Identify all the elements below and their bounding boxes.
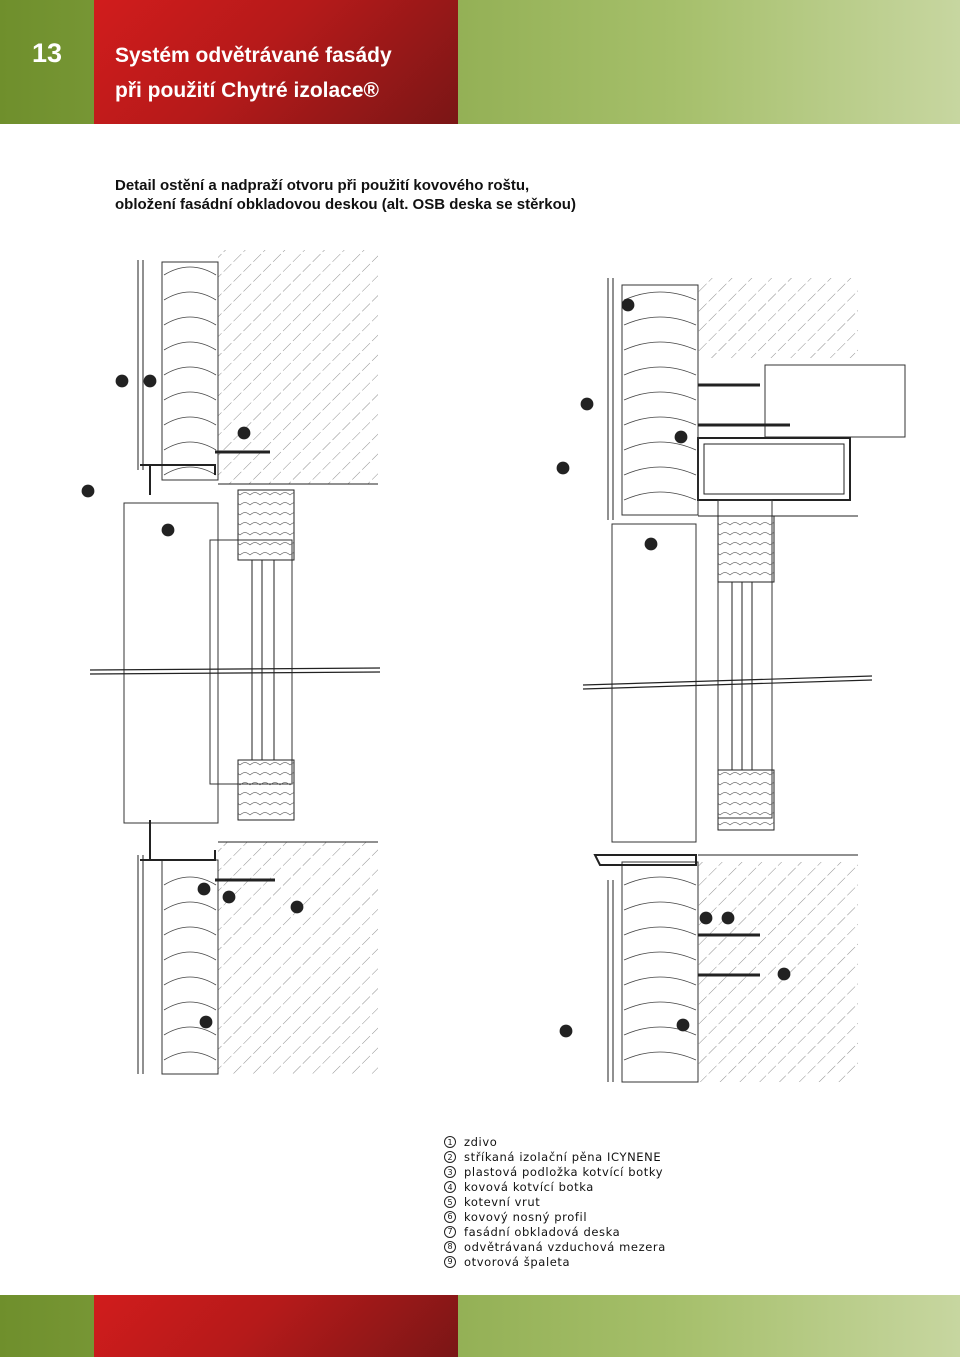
legend-number: 9 <box>444 1255 456 1268</box>
legend-text: stříkaná izolační pěna ICYNENE <box>464 1150 662 1165</box>
svg-text:8: 8 <box>625 301 631 311</box>
page-title-line1: Systém odvětrávané fasády <box>115 44 392 67</box>
legend-item: 8 odvětrávaná vzduchová mezera <box>444 1239 744 1254</box>
svg-text:7: 7 <box>584 400 590 410</box>
legend-text: fasádní obkladová deska <box>464 1224 621 1239</box>
left-detail: 7 8 5 6 9 4 3 1 2 <box>81 250 381 1075</box>
masonry-upper-r <box>698 278 858 358</box>
insulation-lower-r <box>621 861 699 1083</box>
title-box: Systém odvětrávané fasády při použití Ch… <box>94 0 458 124</box>
page-number: 13 <box>31 38 63 68</box>
svg-text:1: 1 <box>781 970 787 980</box>
technical-drawing: 7 8 5 6 9 4 3 1 2 <box>81 250 906 1083</box>
window-jamb-bottom-r <box>717 769 775 831</box>
screws-upper-r <box>698 383 790 427</box>
svg-text:4: 4 <box>678 433 684 443</box>
legend-number: 4 <box>444 1181 456 1194</box>
svg-text:4: 4 <box>201 885 207 895</box>
svg-text:3: 3 <box>703 914 709 924</box>
legend-item: 5 kotevní vrut <box>444 1195 744 1210</box>
left-markers: 7 8 5 6 9 4 3 1 2 <box>81 374 304 1029</box>
insulation-waves-lower-r <box>623 876 697 1061</box>
svg-text:5: 5 <box>725 914 731 924</box>
svg-text:3: 3 <box>226 893 232 903</box>
svg-text:8: 8 <box>147 377 153 387</box>
svg-text:9: 9 <box>165 526 171 536</box>
legend-number: 6 <box>444 1210 456 1223</box>
right-detail: 8 7 4 6 9 3 5 1 6 2 <box>556 278 906 1083</box>
reveal-board <box>123 502 219 824</box>
svg-text:2: 2 <box>680 1021 686 1031</box>
profile-upper <box>140 464 216 495</box>
screws-lower-r <box>698 933 760 977</box>
legend-text: plastová podložka kotvící botky <box>464 1165 664 1180</box>
masonry-upper <box>218 250 378 484</box>
legend-number: 2 <box>444 1151 456 1164</box>
window-frame <box>209 539 293 785</box>
lintel-beam <box>697 437 851 501</box>
legend-item: 3 plastová podložka kotvící botky <box>444 1165 744 1180</box>
insulation-waves-upper <box>163 266 217 476</box>
reveal-board-r <box>611 523 697 843</box>
svg-text:6: 6 <box>560 464 566 474</box>
legend-item: 1 zdivo <box>444 1135 744 1150</box>
legend-item: 4 kovová kotvící botka <box>444 1180 744 1195</box>
footer-red-block <box>94 1295 458 1357</box>
break-line-left <box>89 667 381 671</box>
legend-text: kovová kotvící botka <box>464 1180 594 1195</box>
insulation-waves-upper-r <box>623 291 697 501</box>
legend-item: 2 stříkaná izolační pěna ICYNENE <box>444 1150 744 1165</box>
window-jamb-bottom <box>237 759 295 821</box>
masonry-lower <box>218 842 378 1074</box>
svg-text:1: 1 <box>294 903 300 913</box>
legend: 1 zdivo 2 stříkaná izolační pěna ICYNENE 3 pl… <box>444 1135 744 1269</box>
insulation-upper-r <box>621 284 699 516</box>
svg-text:6: 6 <box>563 1027 569 1037</box>
profile-lower <box>140 820 216 861</box>
legend-text: otvorová špaleta <box>464 1254 571 1269</box>
svg-text:6: 6 <box>85 487 91 497</box>
insulation-lower <box>161 859 219 1075</box>
legend-number: 5 <box>444 1196 456 1208</box>
svg-text:2: 2 <box>203 1018 209 1028</box>
legend-text: zdivo <box>464 1135 498 1150</box>
insulation-waves-lower <box>163 876 217 1061</box>
svg-text:7: 7 <box>119 377 125 387</box>
legend-number: 1 <box>444 1136 456 1149</box>
legend-text: kotevní vrut <box>464 1195 541 1209</box>
window-jamb-top <box>237 489 295 561</box>
window-jamb-top-r <box>717 515 775 583</box>
legend-item: 7 fasádní obkladová deska <box>444 1224 744 1239</box>
insulation-upper <box>161 261 219 481</box>
right-markers: 8 7 4 6 9 3 5 1 6 2 <box>556 298 791 1038</box>
svg-text:9: 9 <box>648 540 654 550</box>
window-sill-r <box>593 854 697 866</box>
caption-line2: obložení fasádní obkladovou deskou (alt.… <box>115 196 576 213</box>
page-title-line2: při použití Chytré izolace® <box>115 79 380 102</box>
caption-line1: Detail ostění a nadpraží otvoru při použ… <box>115 177 530 194</box>
break-line-right <box>582 675 873 686</box>
legend-item: 9 otvorová špaleta <box>444 1254 744 1269</box>
legend-number: 8 <box>444 1240 456 1253</box>
svg-text:5: 5 <box>241 429 247 439</box>
legend-item: 6 kovový nosný profil <box>444 1209 744 1224</box>
legend-number: 3 <box>444 1166 456 1179</box>
legend-number: 7 <box>444 1225 456 1238</box>
legend-text: odvětrávaná vzduchová mezera <box>464 1239 666 1254</box>
legend-text: kovový nosný profil <box>464 1209 588 1224</box>
